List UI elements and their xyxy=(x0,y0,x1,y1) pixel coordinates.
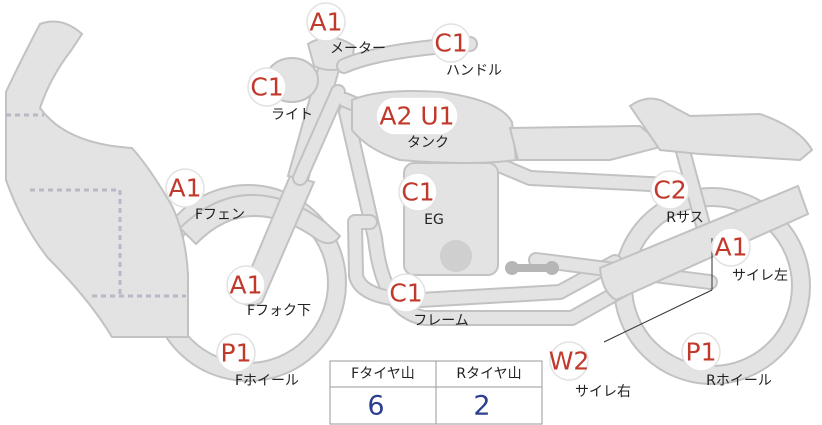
engine-code: C1 xyxy=(401,178,434,207)
handle-code: C1 xyxy=(434,29,467,58)
callout-tank: A2 U1 タンク xyxy=(375,96,459,151)
r-tire-header: Rタイヤ山 xyxy=(456,366,521,382)
callout-muffler-left: A1 サイレ左 xyxy=(711,227,788,284)
f-fender-code: A1 xyxy=(168,174,201,203)
muffler-right-label: サイレ右 xyxy=(575,384,631,400)
muffler-shape xyxy=(598,184,810,302)
muffler-right-code: W2 xyxy=(549,347,590,376)
r-suspension-label: Rサス xyxy=(666,210,703,226)
callout-meter: A1 メーター xyxy=(306,2,386,57)
callout-f-fender: A1 Fフェン xyxy=(165,168,245,223)
fairing-shape xyxy=(5,20,189,338)
meter-label: メーター xyxy=(330,41,386,57)
engine-label: EG xyxy=(424,212,444,228)
tank-label: タンク xyxy=(407,135,449,151)
callout-r-wheel: P1 Rホイール xyxy=(681,332,772,389)
seat-shape xyxy=(508,124,667,161)
callout-f-wheel: P1 Fホイール xyxy=(216,333,299,389)
motorcycle-illustration xyxy=(5,20,814,385)
tire-tread-table: Fタイヤ山 Rタイヤ山 6 2 xyxy=(329,360,543,425)
frame-code: C1 xyxy=(389,279,422,308)
f-fork-lower-code: A1 xyxy=(229,271,262,300)
f-wheel-label: Fホイール xyxy=(235,373,299,389)
r-tire-value: 2 xyxy=(473,391,490,422)
callout-light: C1 ライト xyxy=(247,67,313,123)
f-tire-header: Fタイヤ山 xyxy=(351,366,415,382)
light-code: C1 xyxy=(250,73,283,102)
f-wheel-code: P1 xyxy=(221,339,252,368)
light-label: ライト xyxy=(271,107,313,123)
callout-frame: C1 フレーム xyxy=(386,273,469,329)
footpeg-end xyxy=(505,261,519,275)
engine-cover xyxy=(440,240,472,272)
f-fork-lower-label: Fフォク下 xyxy=(247,303,311,319)
callout-muffler-right: W2 サイレ右 xyxy=(549,341,631,400)
tank-code: A2 U1 xyxy=(379,102,454,131)
callout-engine: C1 EG xyxy=(398,172,444,228)
footpeg-end xyxy=(545,261,559,275)
muffler-left-code: A1 xyxy=(714,233,747,262)
r-suspension-code: C2 xyxy=(653,176,686,205)
r-wheel-code: P1 xyxy=(686,338,717,367)
meter-code: A1 xyxy=(309,8,342,37)
frame-label: フレーム xyxy=(413,313,469,329)
callout-f-fork-lower: A1 Fフォク下 xyxy=(226,265,311,319)
f-fender-label: Fフェン xyxy=(195,207,245,223)
rear-shock-fill xyxy=(674,134,712,242)
f-tire-value: 6 xyxy=(367,391,384,422)
r-wheel-label: Rホイール xyxy=(706,373,772,389)
tail-shape xyxy=(628,97,814,162)
handle-label: ハンドル xyxy=(446,63,502,79)
muffler-left-leader xyxy=(603,289,713,343)
callout-r-suspension: C2 Rサス xyxy=(650,170,704,226)
callout-handle: C1 ハンドル xyxy=(431,23,502,79)
fairing-seam xyxy=(6,113,186,298)
muffler-left-label: サイレ左 xyxy=(732,268,788,284)
